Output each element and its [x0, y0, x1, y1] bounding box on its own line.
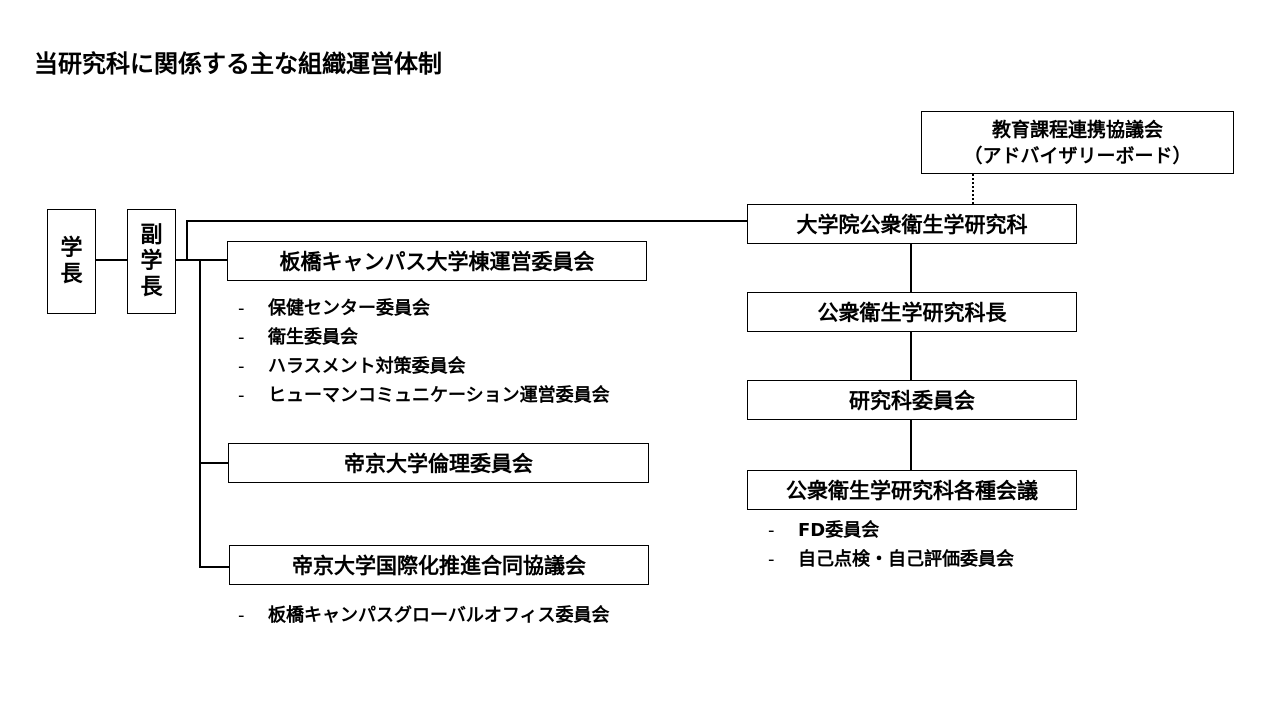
itabashi-committee-box: 板橋キャンパス大学棟運営委員会 [227, 241, 647, 281]
vice-president-char-1: 副 [140, 222, 163, 248]
list-item-label: 保健センター委員会 [268, 298, 430, 319]
connector-dean-faculty [910, 331, 912, 381]
list-item-label: 衛生委員会 [268, 327, 358, 348]
list-item: - FD委員会 [768, 516, 1014, 545]
connector-top-horizontal [186, 220, 748, 222]
list-item-label: ヒューマンコミュニケーション運営委員会 [268, 385, 610, 406]
graduate-school-box: 大学院公衆衛生学研究科 [747, 204, 1077, 244]
international-council-box: 帝京大学国際化推進合同協議会 [229, 545, 649, 585]
vice-president-box: 副 学 長 [127, 209, 176, 314]
vice-president-char-3: 長 [140, 274, 163, 300]
list-dash: - [238, 605, 245, 626]
list-item-label: 自己点検・自己評価委員会 [798, 549, 1014, 570]
advisory-board-line1: 教育課程連携協議会 [991, 118, 1163, 141]
list-item-label: ハラスメント対策委員会 [268, 356, 466, 377]
page-title: 当研究科に関係する主な組織運営体制 [34, 50, 442, 78]
connector-gs-dean [910, 243, 912, 293]
list-item: - ハラスメント対策委員会 [238, 352, 610, 381]
list-dash: - [238, 327, 245, 348]
list-item: - 自己点検・自己評価委員会 [768, 545, 1014, 574]
president-box: 学 長 [47, 209, 96, 314]
various-meetings-box: 公衆衛生学研究科各種会議 [747, 470, 1077, 510]
international-items-list: - 板橋キャンパスグローバルオフィス委員会 [238, 601, 609, 630]
connector-vice-up [186, 220, 188, 260]
connector-president-vice [96, 259, 128, 261]
meeting-items-list: - FD委員会 - 自己点検・自己評価委員会 [768, 516, 1014, 574]
dean-box: 公衆衛生学研究科長 [747, 292, 1077, 332]
list-item: - 衛生委員会 [238, 323, 610, 352]
list-dash: - [238, 356, 245, 377]
list-item: - 保健センター委員会 [238, 294, 610, 323]
ethics-committee-box: 帝京大学倫理委員会 [228, 443, 649, 483]
list-item: - ヒューマンコミュニケーション運営委員会 [238, 381, 610, 410]
connector-to-ethics [199, 462, 229, 464]
connector-vice-trunk [175, 259, 227, 261]
faculty-committee-box: 研究科委員会 [747, 380, 1077, 420]
president-char-1: 学 [60, 235, 83, 261]
vice-president-char-2: 学 [140, 248, 163, 274]
connector-trunk-vertical [199, 259, 201, 568]
advisory-board-box: 教育課程連携協議会 （アドバイザリーボード） [921, 111, 1234, 174]
connector-advisory-dotted [972, 174, 974, 204]
president-char-2: 長 [60, 261, 83, 287]
advisory-board-line2: （アドバイザリーボード） [963, 144, 1192, 167]
list-item: - 板橋キャンパスグローバルオフィス委員会 [238, 601, 609, 630]
list-dash: - [768, 549, 775, 570]
connector-to-international [199, 566, 229, 568]
list-dash: - [768, 520, 775, 541]
list-dash: - [238, 385, 245, 406]
list-dash: - [238, 298, 245, 319]
connector-faculty-meetings [910, 419, 912, 470]
list-item-label: FD委員会 [798, 520, 880, 541]
list-item-label: 板橋キャンパスグローバルオフィス委員会 [268, 605, 610, 626]
itabashi-items-list: - 保健センター委員会 - 衛生委員会 - ハラスメント対策委員会 - ヒューマンコミュ… [238, 294, 610, 410]
